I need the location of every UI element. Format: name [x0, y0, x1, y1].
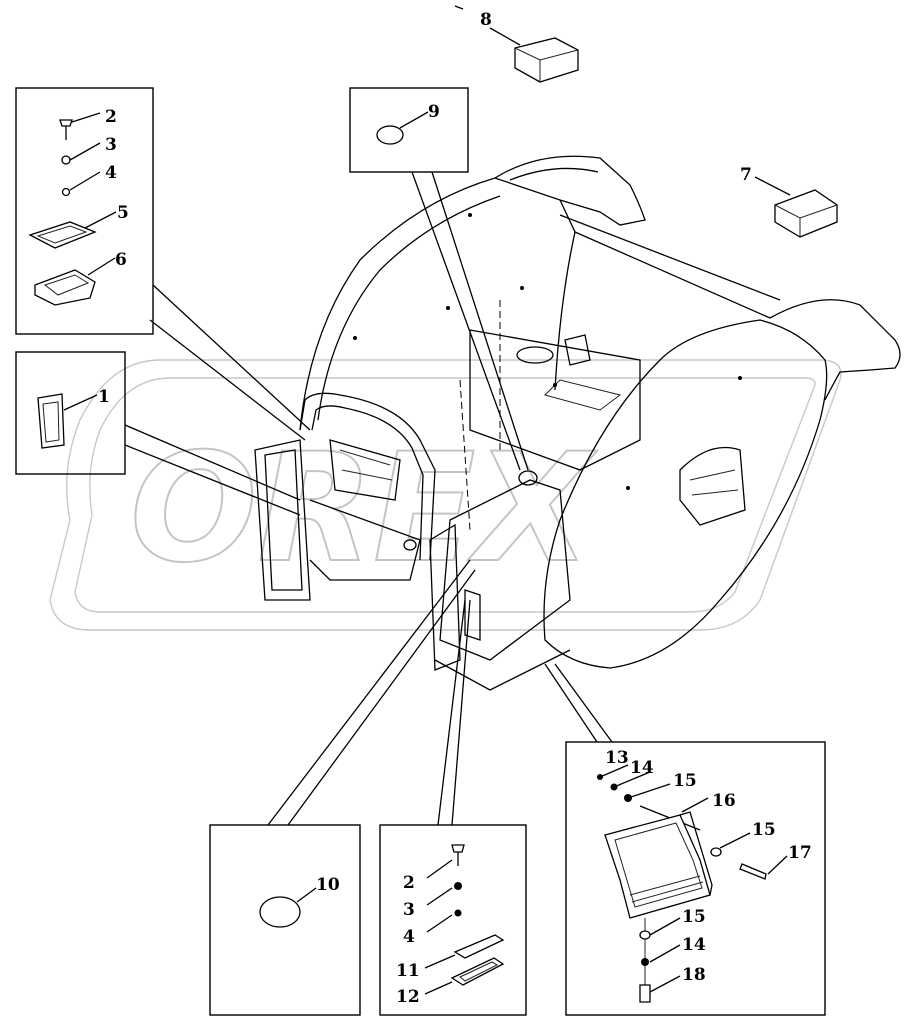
part-7-module: 7 [740, 165, 838, 238]
cab-fender-assembly [254, 155, 901, 691]
callout-2-top: 2 [105, 107, 117, 127]
callout-7: 7 [740, 165, 752, 185]
callout-17: 17 [788, 843, 812, 863]
detail-box-handle: 2 3 4 11 12 [379, 599, 527, 1016]
callout-14-bottom: 14 [682, 935, 706, 955]
callout-6: 6 [115, 250, 127, 270]
callout-15-top: 15 [673, 771, 697, 791]
detail-box-step: 13 14 15 16 15 17 15 14 18 [544, 663, 826, 1016]
callout-8: 8 [480, 10, 492, 30]
detail-box-plug-9: 9 [349, 87, 529, 471]
callout-9: 9 [428, 102, 440, 122]
callout-16: 16 [712, 791, 736, 811]
callout-13: 13 [605, 748, 629, 768]
watermark-logo: OREX [49, 359, 842, 631]
callout-1: 1 [98, 387, 110, 407]
part-8-module: 8 [454, 5, 579, 83]
callout-15-bottom: 15 [682, 907, 706, 927]
callout-18: 18 [682, 965, 706, 985]
detail-box-mirror-mount: 2 3 4 5 6 [15, 87, 311, 441]
detail-box-latch-1: 1 [15, 351, 301, 516]
callout-14-top: 14 [630, 758, 654, 778]
detail-box-plug-10: 10 [209, 559, 476, 1016]
watermark-text: OREX [130, 422, 597, 596]
callout-5: 5 [117, 203, 129, 223]
callout-11: 11 [396, 961, 420, 981]
callout-15-mid: 15 [752, 820, 776, 840]
callout-3-bottom: 3 [403, 900, 415, 920]
callout-10: 10 [316, 875, 340, 895]
callout-4-top: 4 [105, 163, 117, 183]
callout-2-bottom: 2 [403, 873, 415, 893]
callout-12: 12 [396, 987, 420, 1007]
callout-3-top: 3 [105, 135, 117, 155]
callout-4-bottom: 4 [403, 927, 415, 947]
